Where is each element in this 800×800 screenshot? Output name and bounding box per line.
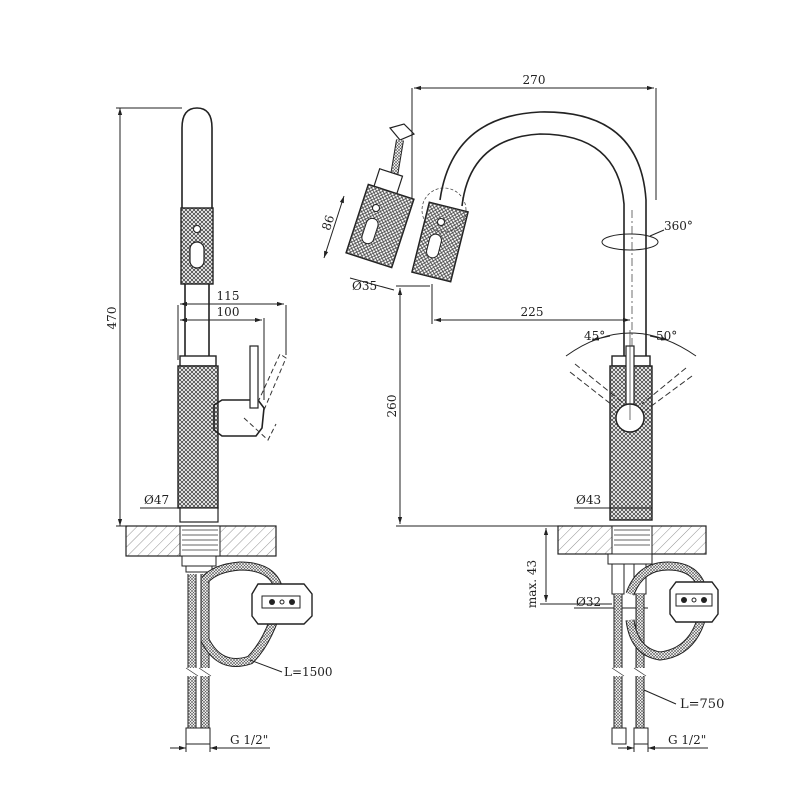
dim-diameter-32: Ø32 <box>576 595 601 609</box>
dim-reach-225: 225 <box>521 305 544 319</box>
front-view: 45° 50° 360° 270 225 260 Ø43 max. 43 Ø32 <box>385 73 724 752</box>
side-lever-alt <box>243 353 287 441</box>
dim-reach-100: 100 <box>217 305 240 319</box>
dim-thread-right: G 1/2" <box>668 733 706 747</box>
dim-hose-l1500: L=1500 <box>284 665 333 679</box>
side-spray-slot <box>189 241 205 269</box>
spray-hose-flag <box>388 123 416 141</box>
spray-head-detail: 86 Ø35 <box>319 123 416 293</box>
side-body <box>177 365 219 509</box>
dim-max-43: max. 43 <box>525 560 539 608</box>
dim-height-470: 470 <box>105 307 119 330</box>
side-base-ring <box>179 507 219 523</box>
front-spout <box>439 111 647 356</box>
side-hose-end <box>185 727 211 745</box>
side-view: 470 115 100 Ø47 L=1500 G 1/2" <box>105 107 333 752</box>
dim-angle-50: 50° <box>656 329 677 343</box>
side-spout-top <box>181 107 213 210</box>
side-body-collar <box>179 355 217 367</box>
side-lever <box>213 399 265 437</box>
spray-detail-head <box>345 183 415 269</box>
dim-diameter-43: Ø43 <box>576 493 601 507</box>
side-lever-handle <box>249 345 259 409</box>
dim-thread-left: G 1/2" <box>230 733 268 747</box>
dim-height-260: 260 <box>385 395 399 418</box>
dim-width-270: 270 <box>523 73 546 87</box>
side-spray-dot <box>193 225 201 233</box>
side-nut <box>181 555 217 567</box>
dim-spray-d35: Ø35 <box>352 279 377 293</box>
dim-hose-l750: L=750 <box>680 697 724 712</box>
dim-angle-45: 45° <box>584 329 605 343</box>
dim-diameter-47: Ø47 <box>144 493 169 507</box>
dim-reach-115: 115 <box>217 289 240 303</box>
dim-rotation-360: 360° <box>664 219 693 233</box>
dim-spray-86: 86 <box>319 213 337 232</box>
